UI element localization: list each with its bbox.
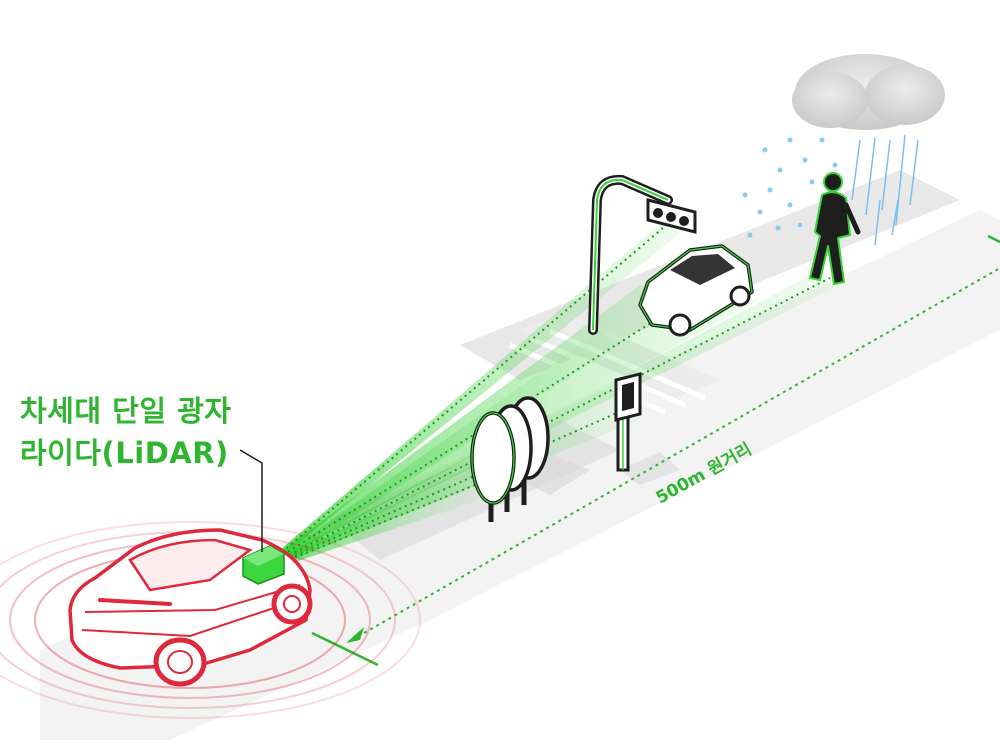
traffic-light-icon bbox=[588, 174, 697, 335]
tree-icon bbox=[470, 396, 550, 522]
rain-cloud-icon bbox=[742, 54, 945, 246]
callout-line bbox=[239, 449, 263, 552]
road-sign-icon bbox=[614, 372, 642, 472]
lidar-beams bbox=[280, 215, 840, 565]
headline-line-2: 라이다(LiDAR) bbox=[20, 436, 229, 470]
pedestrian-icon bbox=[809, 172, 861, 285]
lidar-sensor-icon bbox=[242, 545, 285, 585]
headline-line-1: 차세대 단일 광자 bbox=[20, 394, 232, 428]
target-car-icon bbox=[638, 244, 754, 337]
